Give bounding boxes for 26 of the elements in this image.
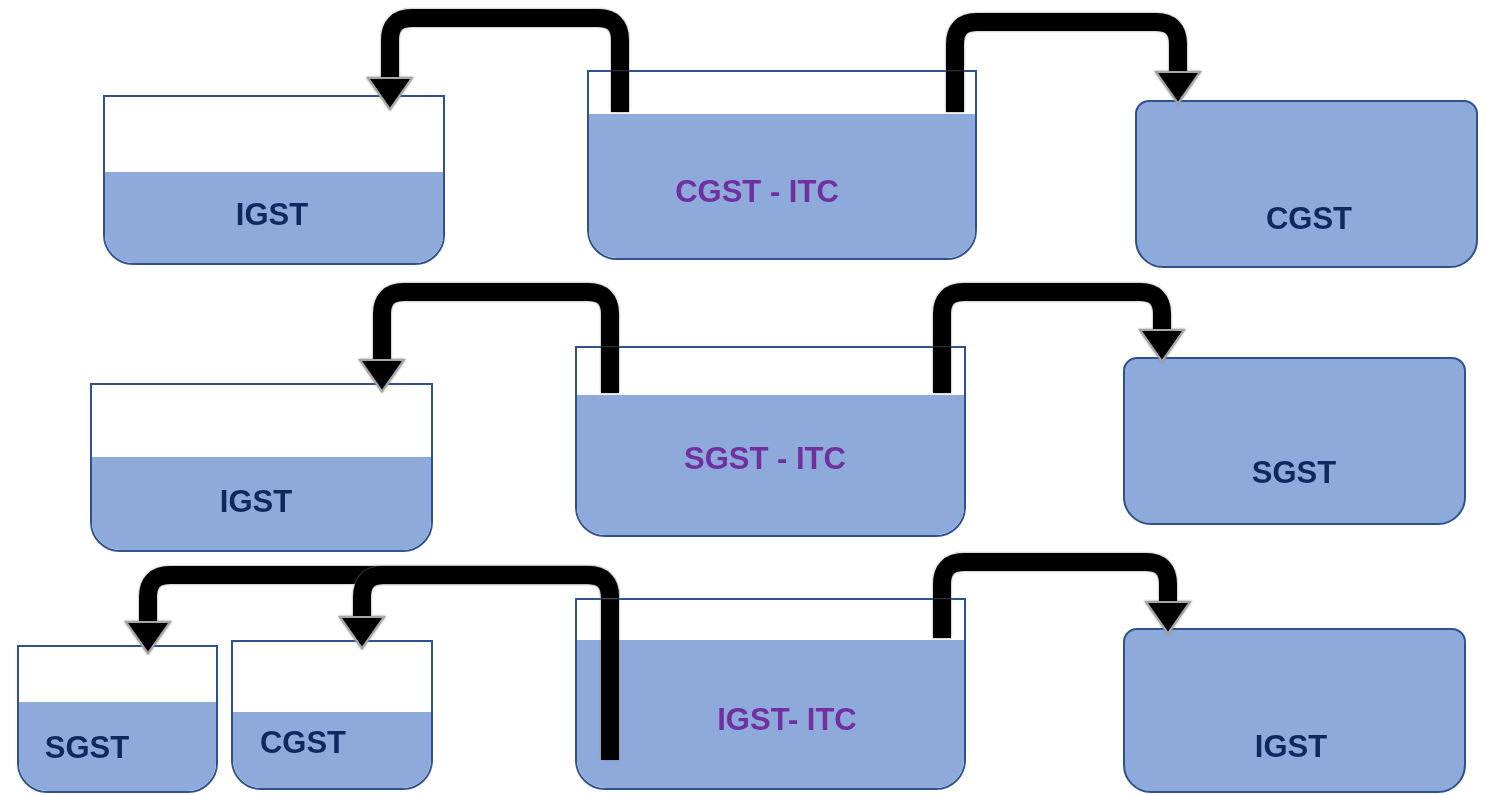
tank-label: CGST - ITC [675,174,839,210]
pipe-arrow [933,283,1185,363]
pipe-arrow [946,13,1201,105]
water-tank [575,346,966,537]
tank-label: CGST [259,725,347,761]
water-tank [1123,628,1466,793]
tank-label: CGST [1265,201,1353,237]
tank-label: SGST [44,730,130,766]
tank-label: SGST - ITC [684,441,846,477]
tank-label: SGST [1251,455,1337,491]
water-tank [1123,357,1466,525]
water-tank [17,645,218,793]
pipe-arrow [933,553,1191,635]
tank-label: IGST- ITC [717,702,857,738]
water-tank [1135,100,1478,268]
water-tank [575,598,966,790]
water-tank [103,95,445,265]
water-tank [90,383,433,552]
pipe-arrow [339,566,619,650]
tank-label: IGST [219,484,293,520]
pipe-arrow [367,9,629,111]
pipe-arrow [359,283,619,393]
tank-label: IGST [1254,729,1328,765]
water-tank [231,640,433,790]
tank-label: IGST [235,197,309,233]
water-tank [587,70,977,260]
